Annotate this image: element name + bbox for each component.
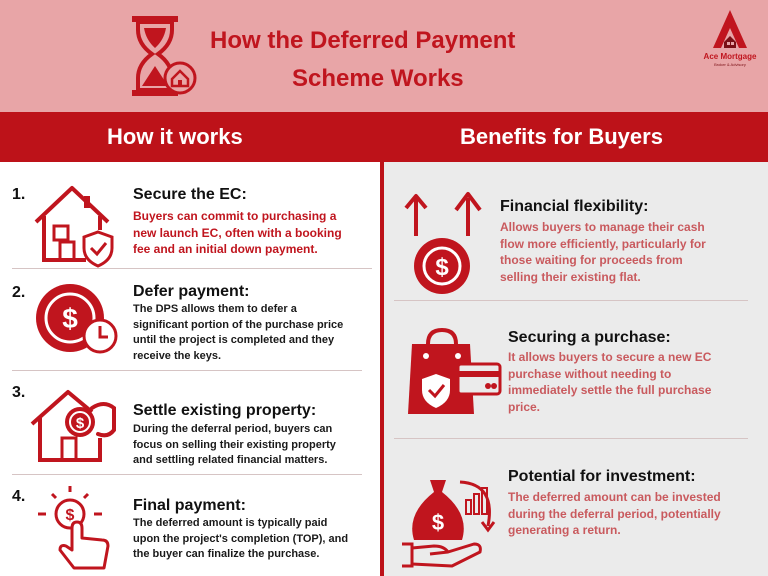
step-text-line: significant portion of the purchase pric… (133, 318, 344, 331)
step-title: Defer payment: (133, 283, 250, 300)
step-text-line: The deferred amount is typically paid (133, 517, 328, 529)
section-divider (12, 370, 362, 371)
house-shield-icon (34, 186, 114, 268)
step-text-line: focus on selling their existing property (133, 438, 336, 451)
benefit-text-line: purchase without needing to (508, 366, 672, 381)
benefit-text-line: It allows buyers to secure a new EC (508, 350, 712, 364)
step-text-line: The DPS allows them to defer a (133, 303, 297, 315)
step-number: 4. (12, 488, 26, 505)
benefit-text-line: The deferred amount can be invested (508, 490, 721, 504)
benefit-text-line: during the deferral period, potentially (508, 506, 721, 521)
step-description: Buyers can commit to purchasing a new la… (133, 208, 373, 258)
benefit-description: It allows buyers to secure a new EC purc… (508, 349, 758, 415)
step-description: The deferred amount is typically paid up… (133, 516, 373, 563)
step-number: 2. (12, 284, 26, 301)
step-title: Secure the EC: (133, 186, 247, 203)
section-divider (394, 438, 748, 439)
step-title: Settle existing property: (133, 402, 317, 419)
title-line2: Scheme Works (292, 65, 464, 92)
step-text-line: During the deferral period, buyers can (133, 423, 333, 435)
section-divider (12, 268, 372, 269)
logo-tagline: Broker & Advisory (714, 62, 746, 67)
step-text-line: new launch EC, often with a booking (133, 225, 342, 240)
step-text-line: fee and an initial down payment. (133, 242, 318, 256)
header-banner (0, 0, 768, 112)
dollar-clock-icon: $ (36, 284, 118, 354)
money-bag-hand-icon: $ (402, 480, 496, 568)
right-column-heading: Benefits for Buyers (460, 124, 663, 149)
step-text-line: and settling related financial matters. (133, 454, 328, 466)
column-divider (380, 162, 384, 576)
logo-house-icon (713, 10, 747, 48)
benefit-text-line: selling their existing flat. (500, 269, 641, 284)
step-number: 3. (12, 384, 26, 401)
benefit-text-line: generating a return. (508, 523, 621, 537)
tap-dollar-icon: $ (38, 486, 110, 570)
logo: Ace Mortgage Broker & Advisory (697, 8, 763, 68)
benefit-text-line: Allows buyers to manage their cash (500, 220, 705, 234)
benefit-title: Financial flexibility: (500, 198, 649, 215)
svg-text:$: $ (435, 254, 449, 281)
benefit-description: Allows buyers to manage their cash flow … (500, 219, 760, 285)
benefit-title: Securing a purchase: (508, 329, 671, 346)
step-number: 1. (12, 186, 26, 203)
benefit-text-line: those waiting for proceeds from (500, 253, 683, 267)
benefit-title: Potential for investment: (508, 468, 696, 485)
left-column-heading: How it works (107, 124, 243, 149)
step-text-line: until the project is completed and they (133, 334, 335, 346)
column-header-bar: How it works Benefits for Buyers (0, 112, 768, 162)
benefit-description: The deferred amount can be invested duri… (508, 489, 758, 539)
title-line1: How the Deferred Payment (210, 27, 516, 54)
logo-name: Ace Mortgage (703, 52, 757, 61)
step-text-line: the buyer can finalize the purchase. (133, 548, 320, 560)
step-description: The DPS allows them to defer a significa… (133, 302, 373, 364)
benefit-text-line: price. (508, 399, 541, 414)
section-divider (394, 300, 748, 301)
step-text-line: receive the keys. (133, 349, 222, 362)
section-divider (12, 474, 362, 475)
benefit-text-line: immediately settle the full purchase (508, 383, 712, 397)
how-it-works-panel: 1. Secure the EC: Buyers can commit to p… (0, 162, 380, 576)
coin-arrows-up-icon: $ (404, 192, 482, 294)
step-title: Final payment: (133, 497, 246, 514)
svg-text:$: $ (76, 415, 85, 432)
svg-text:$: $ (432, 510, 444, 535)
svg-text:$: $ (62, 303, 78, 334)
step-text-line: upon the project's completion (TOP), and (133, 532, 349, 545)
benefits-panel: $ Financial flexibility: Allows buyers t… (384, 162, 768, 576)
benefit-text-line: flow more efficiently, particularly for (500, 236, 706, 251)
house-coin-hand-icon: $ (30, 390, 116, 462)
shopping-bag-card-icon (408, 327, 502, 414)
hourglass-house-icon (132, 16, 197, 96)
step-text-line: Buyers can commit to purchasing a (133, 209, 337, 223)
svg-text:$: $ (66, 507, 75, 524)
step-description: During the deferral period, buyers can f… (133, 422, 373, 469)
